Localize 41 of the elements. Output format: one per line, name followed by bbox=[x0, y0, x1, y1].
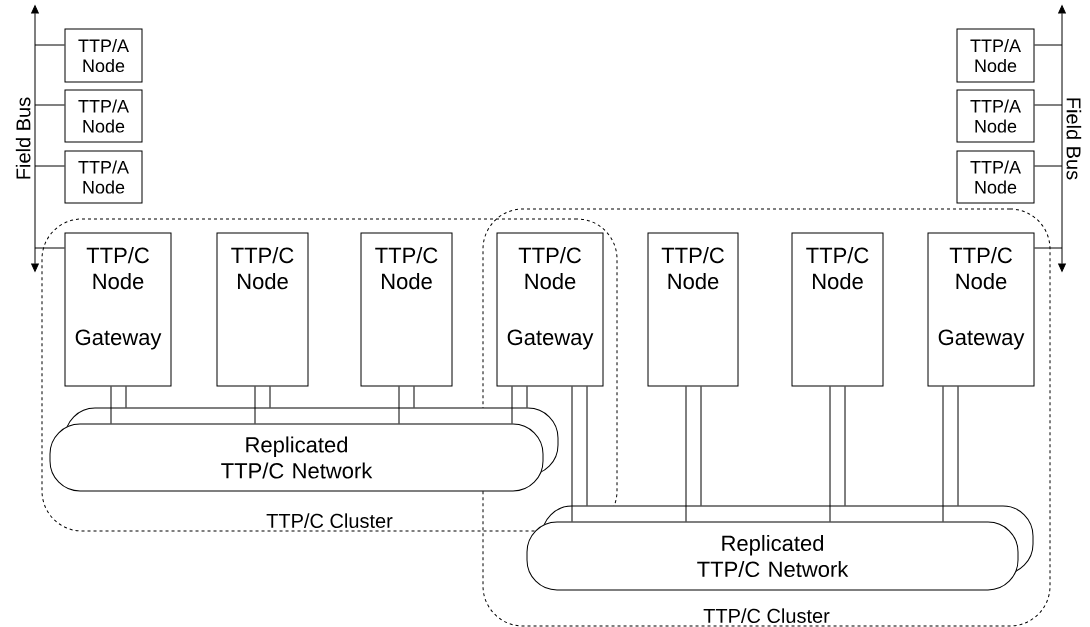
node-box: TTP/C Node Gateway bbox=[496, 232, 604, 387]
node-label: Field Bus bbox=[15, 97, 31, 179]
channel-line bbox=[700, 386, 702, 506]
channel-line bbox=[511, 386, 513, 424]
bus-stub bbox=[1034, 44, 1063, 46]
channel-line bbox=[413, 386, 415, 408]
field-bus: Field Bus bbox=[1058, 5, 1082, 272]
channel-line bbox=[957, 386, 959, 506]
bus-stub bbox=[34, 247, 65, 249]
channel-line bbox=[526, 386, 528, 408]
channel-line bbox=[586, 386, 588, 506]
node-box: TTP/C Node bbox=[360, 232, 453, 387]
channel-line bbox=[829, 386, 831, 522]
node-box: TTP/A Node bbox=[64, 89, 143, 143]
channel-line bbox=[269, 386, 271, 408]
bus-stub bbox=[1034, 247, 1063, 249]
node-box: TTP/A Node bbox=[956, 150, 1035, 204]
channel-line bbox=[398, 386, 400, 424]
node-box: TTP/A Node bbox=[64, 150, 143, 204]
node-box: TTP/A Node bbox=[956, 28, 1035, 83]
channel-line bbox=[844, 386, 846, 506]
node-box: TTP/C Node Gateway bbox=[64, 232, 172, 387]
bus-stub bbox=[34, 165, 65, 167]
channel-line bbox=[685, 386, 687, 522]
node-box: TTP/A Node bbox=[64, 28, 143, 83]
node-box: TTP/C Node Gateway bbox=[927, 232, 1035, 387]
bus-stub bbox=[34, 104, 65, 106]
bus-stub bbox=[1034, 104, 1063, 106]
channel-line bbox=[125, 386, 127, 408]
node-box: TTP/C Node bbox=[216, 232, 309, 387]
channel-line bbox=[254, 386, 256, 424]
node-box: TTP/C Node bbox=[647, 232, 739, 387]
channel-line bbox=[110, 386, 112, 424]
channel-line bbox=[571, 386, 573, 522]
node-box: TTP/A Node bbox=[956, 89, 1035, 143]
channel-line bbox=[942, 386, 944, 522]
bus-stub bbox=[34, 44, 65, 46]
bus-stub bbox=[1034, 165, 1063, 167]
field-bus: Field Bus bbox=[15, 5, 39, 272]
node-label: Field Bus bbox=[1066, 98, 1082, 180]
node-box: TTP/C Node bbox=[791, 232, 884, 387]
